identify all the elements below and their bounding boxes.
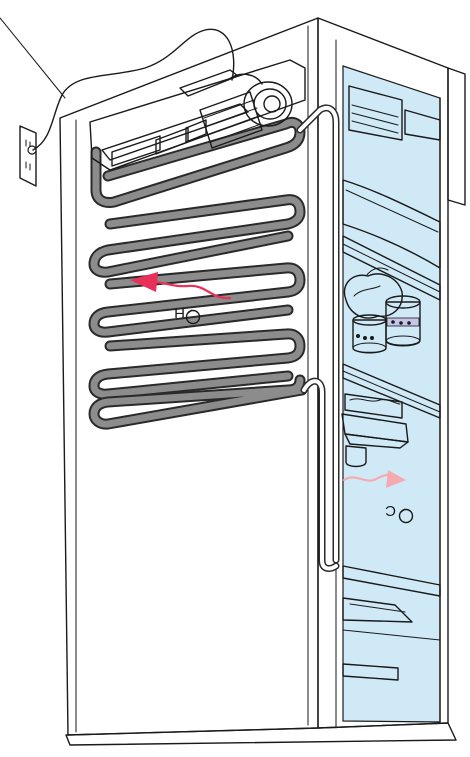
cold-label-text: C — [385, 502, 396, 519]
refrigerator-interior — [343, 66, 440, 722]
power-outlet-icon — [20, 126, 36, 186]
hot-label-text: H — [174, 304, 185, 321]
wall-edge-line — [0, 18, 65, 98]
condenser-coils — [94, 122, 302, 424]
